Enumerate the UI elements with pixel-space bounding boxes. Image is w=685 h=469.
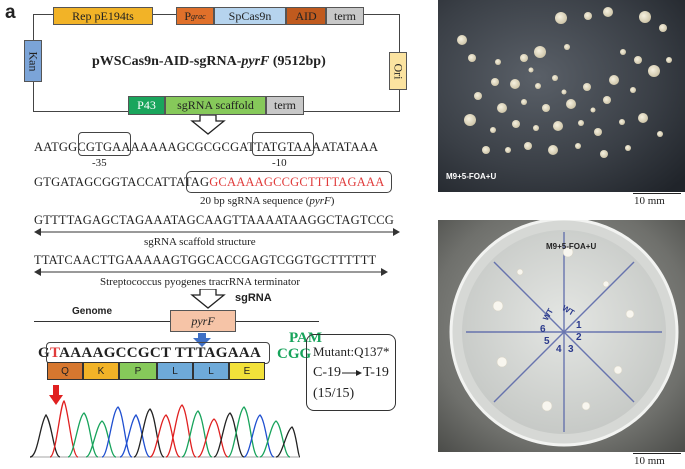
sg-prefix: GTGATAGCGGTACCATTATAG [34,175,210,189]
minus35-label: -35 [92,157,107,169]
scaffold-label: sgRNA scaffold structure [144,236,256,248]
amino-acid-bar: Q K P L L E [47,362,265,380]
aa-l1: L [157,362,193,380]
terminator-label: Streptococcus pyogenes tracrRNA terminat… [100,276,301,288]
scaffold-span-arrow [34,228,400,236]
sector-4: 4 [556,344,562,355]
sector-3: 3 [568,344,574,355]
sg-label-suffix: ) [330,195,335,207]
minus10-box [252,132,314,156]
pyrf-gene-box: pyrF [170,310,236,332]
scaffold-sequence: GTTTTAGAGCTAGAAATAGCAAGTTAAAATAAGGCTAGTC… [34,213,395,227]
panel-c-scale-bar [633,453,681,454]
sg-label-prefix: 20 bp sgRNA sequence ( [200,195,310,207]
mutant-to: T-19 [363,365,389,380]
down-arrow-2-icon [190,289,226,309]
pgrac-sub: grac [191,11,206,21]
term-bottom-box: term [266,96,304,115]
terminator-span-arrow [34,268,388,276]
down-arrow-icon [190,115,226,135]
panel-b-medium: M9+5-FOA+U [446,172,497,181]
panel-a-label: a [5,2,16,23]
plasmid-name-gene: pyrF [241,54,270,69]
sgrna-label: sgRNA [235,292,272,304]
panel-b-scale-label: 10 mm [634,195,665,207]
kan-box: Kan [24,40,42,82]
minus35-box [78,132,131,156]
p43-label: P43 [137,98,156,112]
rep-box: Rep pE194ts [53,7,153,25]
sector-wt-1: WT [541,306,556,323]
p43-box: P43 [128,96,165,115]
sgrna-scaffold-box: sgRNA scaffold [165,96,266,115]
seq-first: G [38,345,50,361]
aa-k: K [83,362,119,380]
sector-5: 5 [544,336,550,347]
aid-box: AID [286,7,326,25]
colony-plate-photo-b [438,0,685,192]
promoter-sequence: AATGGCGTGAAAAAAAGCGCGCGATTATGTAAAATATAAA [34,140,379,154]
kan-label: Kan [26,51,41,71]
plasmid-name-prefix: pWSCas9n-AID-sgRNA- [92,54,242,69]
sector-labels: 1 2 3 4 5 6 WT WT [538,303,590,358]
sector-2: 2 [576,332,582,343]
spcas9n-box: SpCas9n [214,7,286,25]
minus10-label: -10 [272,157,287,169]
genome-sequence: GTAAAAGCCGCT TTTAGAAA [38,345,261,362]
sector-6: 6 [540,324,546,335]
right-arrow-icon [342,369,362,376]
blue-down-arrow-icon [193,333,211,347]
pgrac-p: P [184,8,191,23]
sg-label-gene: pyrF [309,195,331,207]
ori-label: Ori [391,63,406,79]
term-top-box: term [326,7,364,25]
seq-rest: AAAAGCCGCT TTTAGAAA [59,345,262,361]
seq-mut: T [49,345,60,361]
mutant-title: Mutant:Q137* [313,344,390,359]
panel-c-medium: M9+5-FOA+U [546,242,597,251]
sg-sequence: GCAAAAGCCGCTTTTAGAAA [209,175,385,189]
mutant-from: C-19 [313,365,341,380]
sg-line: GTGATAGCGGTACCATTATAGGCAAAAGCCGCTTTTAGAA… [34,175,384,190]
sequencing-chromatogram [30,399,300,458]
aa-l2: L [193,362,229,380]
sector-1: 1 [576,320,582,331]
mutant-ratio: (15/15) [313,386,355,401]
target-bracket [46,342,270,364]
pam-sequence: CGG [277,346,312,362]
ori-box: Ori [389,52,407,90]
sg-box [186,171,392,193]
genome-label: Genome [72,306,113,317]
panel-b-scale-bar [633,193,681,194]
aa-p: P [119,362,157,380]
colony-plate-photo-c [438,220,685,452]
red-down-arrow-icon [49,385,63,405]
panel-c-scale-label: 10 mm [634,455,665,467]
terminator-sequence: TTATCAACTTGAAAAAGTGGCACCGAGTCGGTGCTTTTTT [34,253,377,267]
mutant-change: C-19 T-19 [313,362,389,383]
mutant-info-box: Mutant:Q137* C-19 T-19 (15/15) [306,334,396,411]
sg-label: 20 bp sgRNA sequence (pyrF) [200,195,334,207]
aa-q: Q [47,362,83,380]
aa-e: E [229,362,265,380]
plasmid-name: pWSCas9n-AID-sgRNA-pyrF (9512bp) [92,54,326,70]
plasmid-name-suffix: (9512bp) [269,54,326,69]
